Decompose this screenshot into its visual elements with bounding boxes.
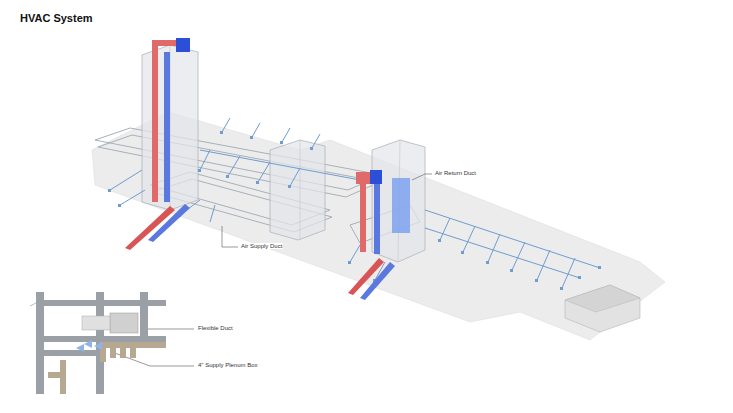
roof-unit-top	[565, 285, 640, 312]
callout-label: Air Supply Duct	[240, 243, 283, 249]
roof-unit	[565, 285, 640, 332]
callout-label: Air Return Duct	[434, 170, 477, 176]
callout-label: Flexible Duct	[197, 325, 234, 331]
inset-detail	[30, 292, 166, 394]
return-ducts	[148, 38, 410, 300]
shafts	[142, 45, 425, 262]
supply-ducts	[125, 40, 384, 295]
diagram-title: HVAC System	[20, 12, 93, 24]
diffusers	[108, 131, 601, 290]
branch-ducts	[110, 118, 600, 288]
shaft-edges	[170, 45, 400, 262]
callout-label: 4" Supply Plenum Box	[197, 362, 259, 368]
